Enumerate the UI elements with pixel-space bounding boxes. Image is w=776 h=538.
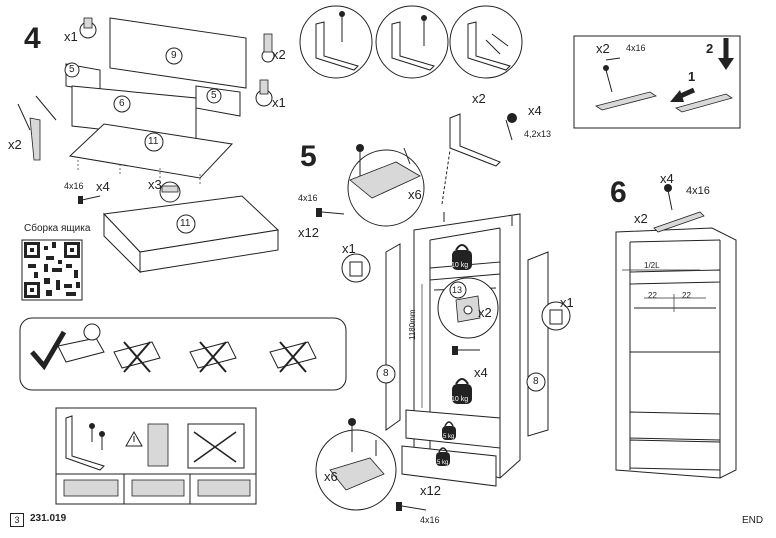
weight-label: 10 kg xyxy=(451,262,469,269)
part-labels xyxy=(64,47,546,392)
qty-label: x2 xyxy=(478,305,492,320)
screw-spec: 4x16 xyxy=(626,43,646,53)
weight-2-icon xyxy=(452,378,472,404)
arrow-step-number: 1 xyxy=(688,69,696,84)
step5-wardrobe xyxy=(315,113,571,511)
weight-4-icon xyxy=(436,447,450,466)
step-5-number: 5 xyxy=(300,140,317,173)
qty-label: x1 xyxy=(64,29,78,44)
part-number-13: 13 xyxy=(452,285,463,295)
arrow-step-number: 2 xyxy=(706,41,714,56)
qty-label: x4 xyxy=(96,179,110,194)
part-number-11: 11 xyxy=(180,218,191,229)
qty-label: x1 xyxy=(560,295,574,310)
qty-label: x2 xyxy=(272,47,286,62)
part-number-9: 9 xyxy=(171,50,177,61)
screw-spec: 4x16 xyxy=(298,193,318,203)
screw-spec: 4x16 xyxy=(686,185,710,197)
qty-label: x2 xyxy=(596,41,610,56)
weight-label: 5 kg xyxy=(437,460,449,466)
qr-code xyxy=(21,239,83,301)
part-number-5: 5 xyxy=(211,90,217,101)
part-number-5: 5 xyxy=(69,64,75,75)
qty-label: x12 xyxy=(420,483,441,498)
qr-caption: Сборка ящика xyxy=(24,223,91,234)
document-code: 231.019 xyxy=(30,513,67,524)
step-6-number: 6 xyxy=(610,176,627,209)
qty-label: x6 xyxy=(408,187,422,202)
offset-dimension: 22 xyxy=(648,291,657,300)
qty-label: x3 xyxy=(148,177,162,192)
weight-label: 10 kg xyxy=(451,396,469,403)
height-dimension: 1180mm xyxy=(408,309,417,340)
qty-label: x2 xyxy=(8,137,22,152)
qty-label: x1 xyxy=(272,95,286,110)
qty-label: x4 xyxy=(474,365,488,380)
drawer-check-panel xyxy=(19,317,347,391)
page-number: 3 xyxy=(10,513,24,527)
part-number-6: 6 xyxy=(119,98,125,109)
step-4-number: 4 xyxy=(24,22,41,55)
half-length-dimension: 1/2L xyxy=(644,261,660,270)
step4-panels xyxy=(17,17,280,274)
hinge-detail-circles xyxy=(299,5,523,79)
weight-1-icon xyxy=(452,244,472,270)
qty-label: x2 xyxy=(472,91,486,106)
weight-label: 5 kg xyxy=(443,434,455,440)
part-number-8: 8 xyxy=(533,376,539,387)
qty-label: x12 xyxy=(298,225,319,240)
step6-wardrobe xyxy=(615,184,737,479)
screw-spec: 4,2x13 xyxy=(524,129,552,139)
qty-label: x4 xyxy=(528,103,542,118)
screw-spec: 4x16 xyxy=(420,515,440,525)
part-number-11: 11 xyxy=(148,136,159,147)
qty-label: x2 xyxy=(634,211,648,226)
qty-label: x1 xyxy=(342,241,356,256)
screw-spec: 4x16 xyxy=(64,181,84,191)
part-number-8: 8 xyxy=(383,368,389,379)
offset-dimension: 22 xyxy=(682,291,691,300)
runner-inset xyxy=(573,35,741,129)
qty-label: x4 xyxy=(660,171,674,186)
warning-panel xyxy=(55,407,257,505)
qty-label: x6 xyxy=(324,469,338,484)
weight-3-icon xyxy=(442,421,456,440)
end-marker: END xyxy=(742,515,764,526)
